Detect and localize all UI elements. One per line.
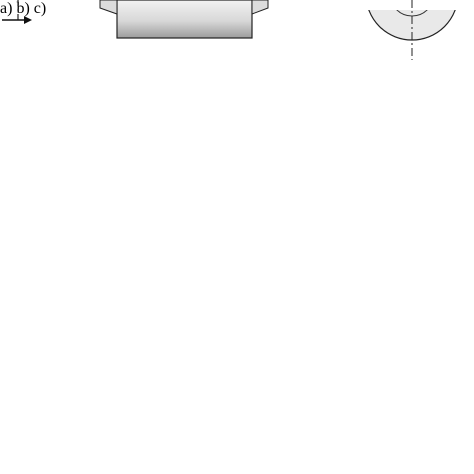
panel-a-left-shoulder [99,0,118,15]
panel-a-drawing [2,0,456,60]
panel-c-label: c) [33,0,47,17]
panel-b-label: b) [16,0,30,17]
panel-a-label: a) [0,0,13,17]
panel-a-rotor-body [116,0,253,39]
panel-a-right-shoulder [251,0,269,15]
